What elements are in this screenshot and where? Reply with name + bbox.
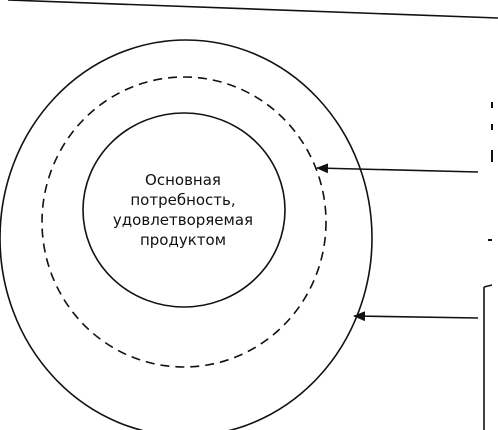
core-need-label-line: Основная [145,171,221,189]
middle-dashed-ring [41,76,327,368]
core-need-label-line: удовлетворяемая [112,211,254,229]
core-circle [82,112,286,308]
top-edge-line [7,0,498,19]
core-need-label-line: продуктом [139,231,227,249]
arrow-to-outer-ring [353,311,479,322]
core-need-label: Основная потребность, удовлетворяемая пр… [103,170,263,250]
core-need-label-line: потребность, [130,191,236,209]
outer-ring [0,39,373,430]
right-bracket-tick [483,284,493,288]
arrow-to-middle-ring [316,163,479,174]
